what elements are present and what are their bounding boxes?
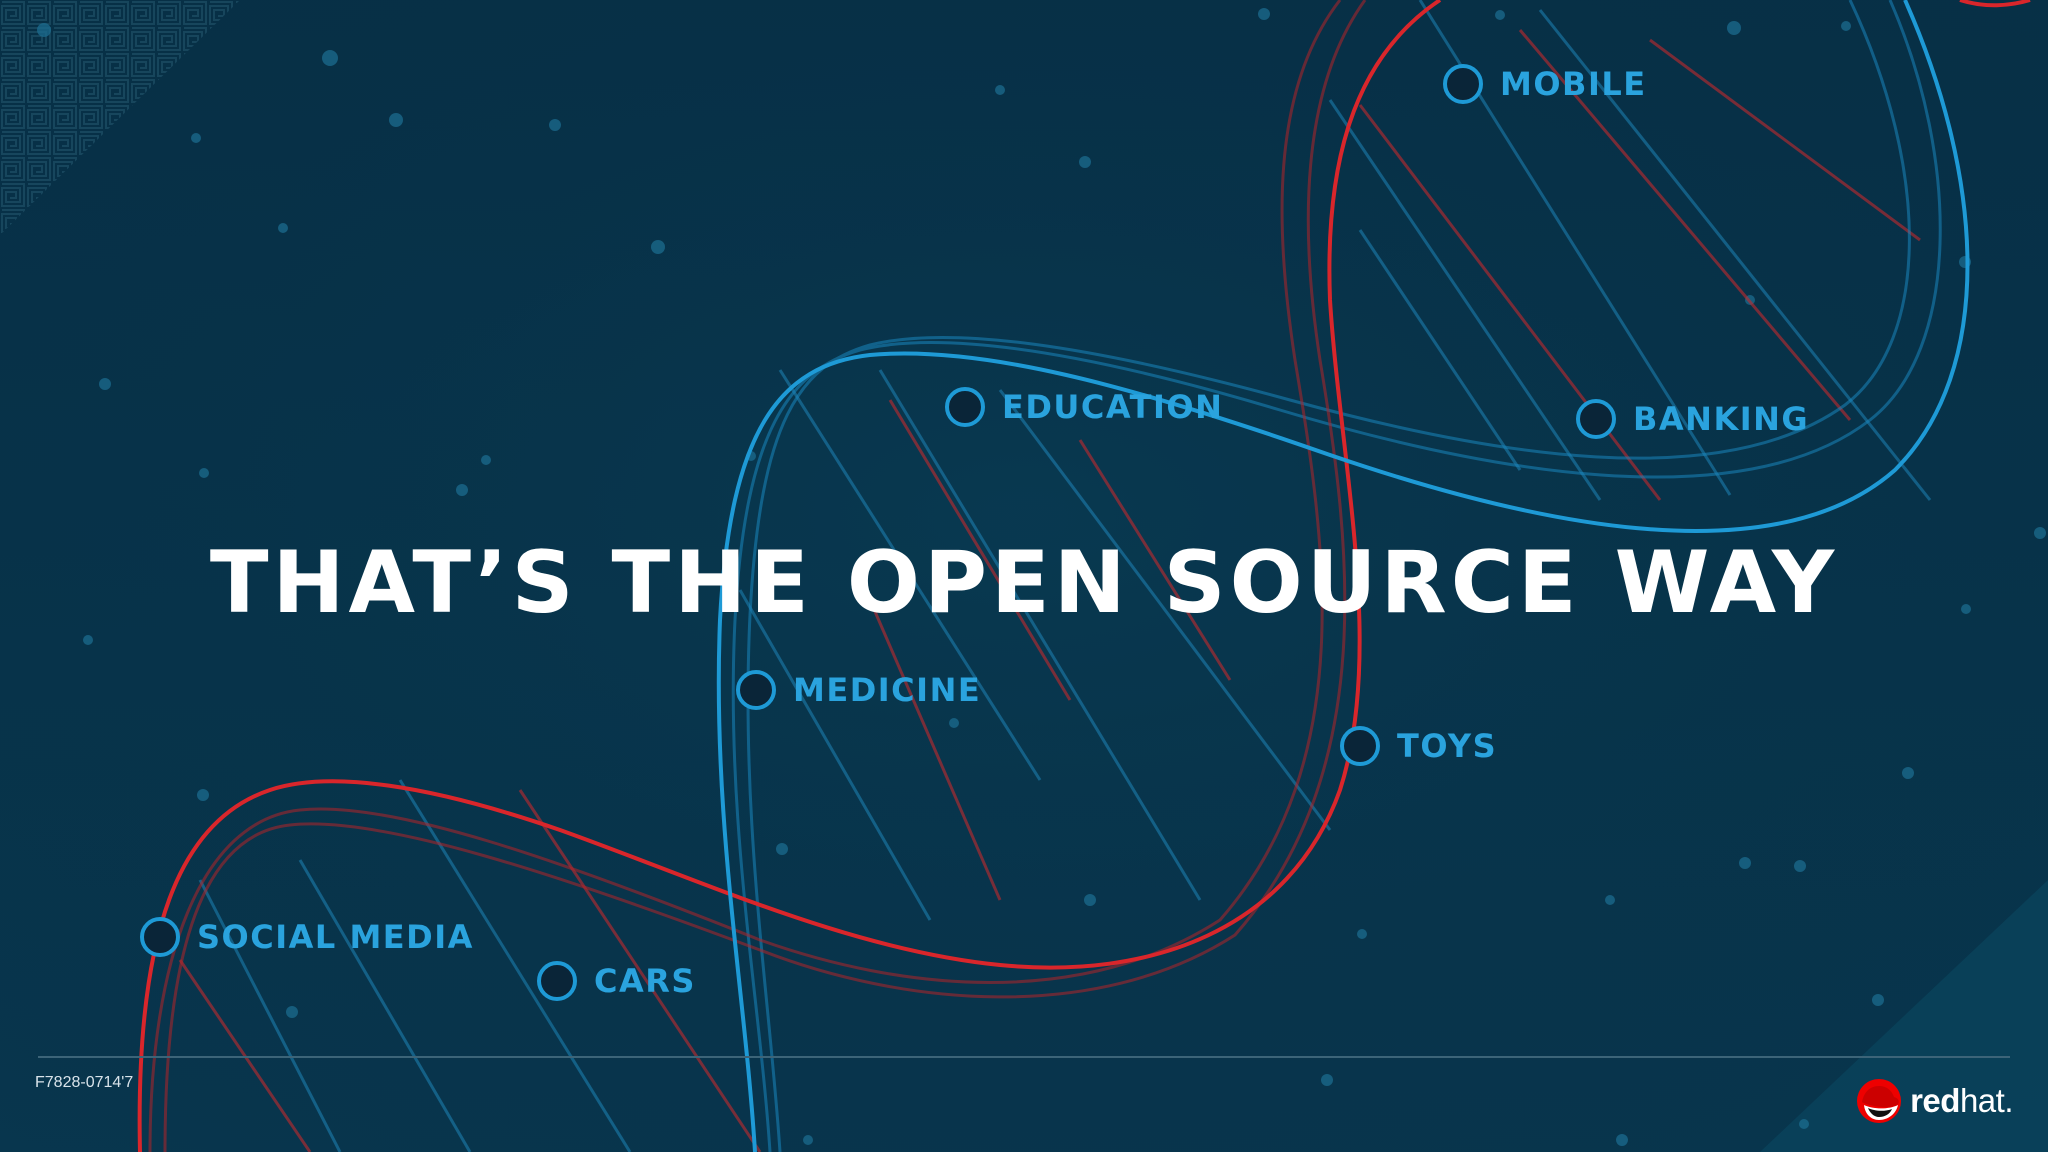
brand-logo: redhat. — [1854, 1078, 2014, 1124]
helix-strand-blue — [716, 0, 1970, 1152]
circle-node-icon — [537, 961, 577, 1001]
dna-node-mobile: MOBILE — [1443, 58, 1647, 110]
dna-node-education: EDUCATION — [945, 381, 1223, 433]
maze-pattern-corner — [0, 0, 240, 235]
circle-node-icon — [140, 917, 180, 957]
helix-strand-red — [137, 0, 1442, 1152]
node-label: MEDICINE — [793, 671, 982, 709]
brand-wordmark-light: hat. — [1959, 1082, 2014, 1119]
brand-wordmark: redhat. — [1910, 1082, 2013, 1120]
dna-node-toys: TOYS — [1340, 720, 1497, 772]
dna-node-social-media: SOCIAL MEDIA — [140, 911, 474, 963]
circle-node-icon — [736, 670, 776, 710]
red-hat-shadowman-icon — [1857, 1079, 1902, 1123]
circle-node-icon — [1443, 64, 1483, 104]
circle-node-icon — [945, 387, 985, 427]
node-label: EDUCATION — [1002, 388, 1224, 426]
node-label: SOCIAL MEDIA — [197, 918, 474, 956]
slide-headline: THAT’S THE OPEN SOURCE WAY — [209, 533, 1839, 633]
node-label: MOBILE — [1500, 65, 1647, 103]
footer-document-code: F7828-0714'7 — [35, 1074, 134, 1091]
dna-node-cars: CARS — [537, 955, 696, 1007]
node-label: BANKING — [1633, 400, 1810, 438]
node-label: TOYS — [1397, 727, 1498, 765]
node-label: CARS — [594, 962, 696, 1000]
footer-divider — [38, 1056, 2010, 1058]
dna-node-medicine: MEDICINE — [736, 664, 981, 716]
circle-node-icon — [1576, 399, 1616, 439]
brand-wordmark-bold: red — [1910, 1082, 1960, 1119]
circle-node-icon — [1340, 726, 1380, 766]
dna-node-banking: BANKING — [1576, 393, 1809, 445]
star-dots — [37, 8, 2046, 1146]
